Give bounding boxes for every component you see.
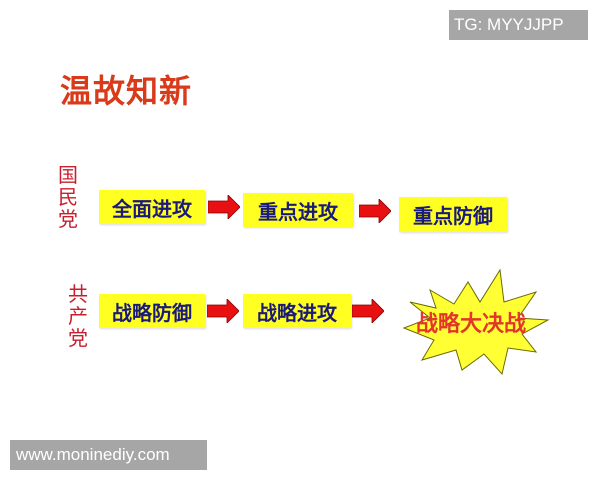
stage-burst-cpc-3: 战略大决战	[416, 312, 527, 337]
stage-box-cpc-1: 战略防御	[99, 294, 205, 328]
party-label-kmt: 国 民 党	[57, 164, 79, 230]
party-label-cpc: 共 产 党	[67, 283, 89, 349]
stage-box-kmt-1: 全面进攻	[99, 190, 205, 224]
arrow-right-icon	[359, 199, 391, 223]
watermark-top: TG: MYYJJPP	[449, 10, 588, 40]
stage-box-kmt-3: 重点防御	[399, 197, 507, 232]
party-char: 党	[68, 326, 88, 350]
arrow-right-icon	[352, 299, 384, 323]
party-char: 共	[68, 282, 88, 306]
party-char: 民	[58, 185, 78, 209]
starburst-icon	[402, 268, 550, 376]
watermark-bottom: www.moninediy.com	[10, 440, 207, 470]
party-char: 党	[58, 207, 78, 231]
stage-box-cpc-2: 战略进攻	[243, 294, 351, 328]
arrow-right-icon	[207, 299, 239, 323]
party-char: 产	[68, 304, 88, 328]
stage-box-kmt-2: 重点进攻	[243, 193, 353, 227]
arrow-right-icon	[208, 195, 240, 219]
party-char: 国	[58, 163, 78, 187]
page-title: 温故知新	[60, 72, 193, 110]
